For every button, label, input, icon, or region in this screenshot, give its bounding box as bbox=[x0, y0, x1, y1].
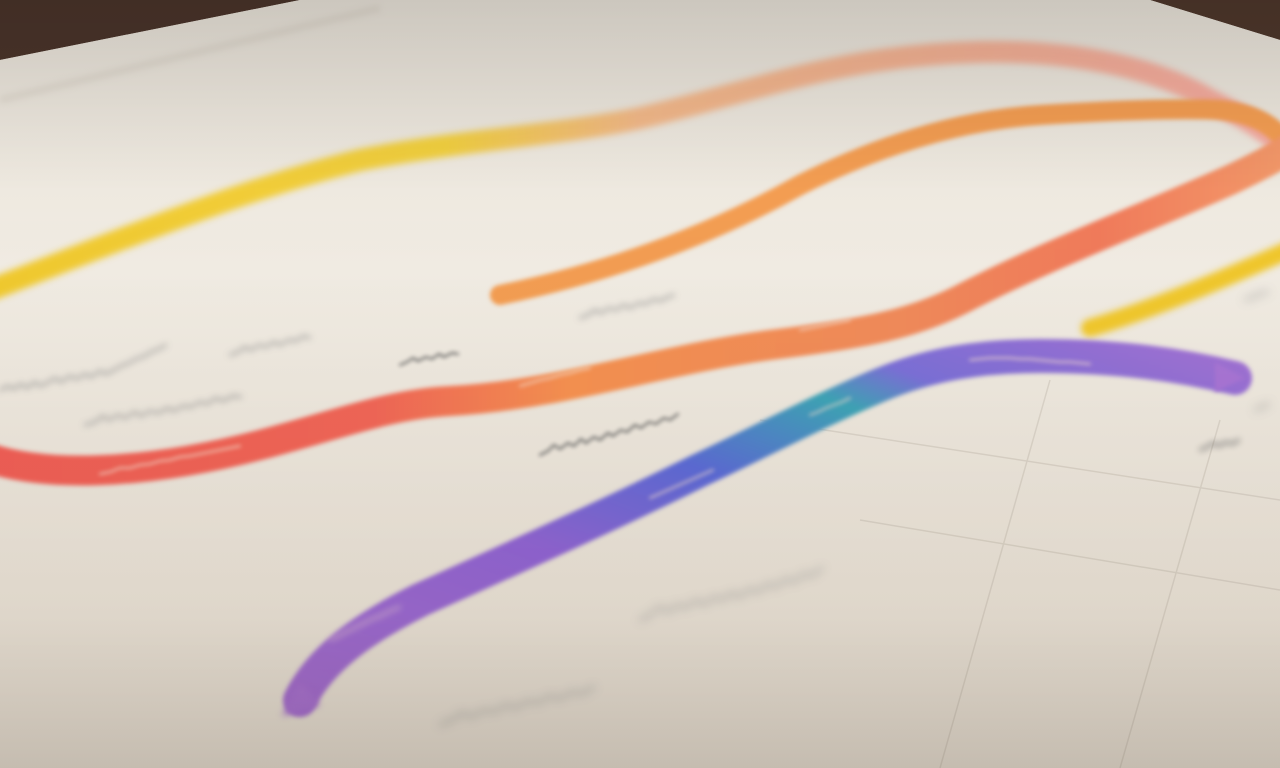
lighting-vignette bbox=[0, 0, 1280, 768]
photo-scene bbox=[0, 0, 1280, 768]
paper-sheet bbox=[0, 0, 1280, 768]
